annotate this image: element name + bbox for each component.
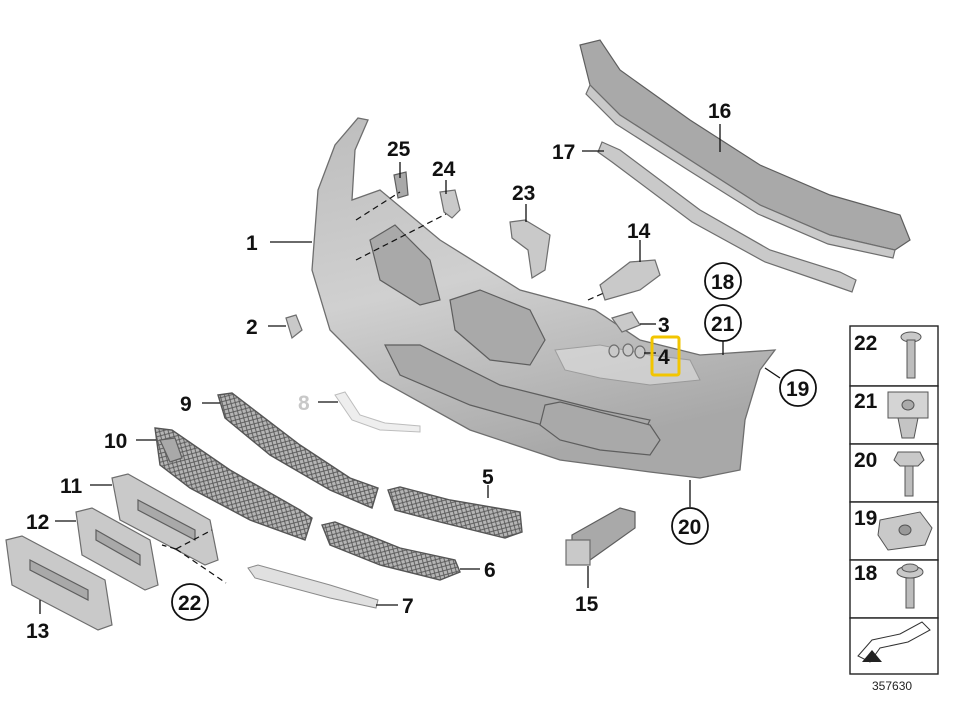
fastener-legend: 22 21 20 19 18 <box>849 325 939 675</box>
legend-label-21: 21 <box>854 390 878 413</box>
catalog-number: 357630 <box>872 679 912 693</box>
legend-row-18 <box>849 559 939 619</box>
part-11-plate[interactable] <box>111 473 219 566</box>
callout-23: 23 <box>512 182 535 205</box>
legend-label-20: 20 <box>854 449 877 472</box>
callout-12: 12 <box>26 511 49 534</box>
callout-21-circle <box>704 304 742 342</box>
callout-16: 16 <box>708 100 731 123</box>
part-4-clips[interactable] <box>608 343 646 359</box>
part-14-cover[interactable] <box>599 259 661 301</box>
part-17-strip[interactable] <box>597 141 857 293</box>
part-12-plate[interactable] <box>75 507 159 591</box>
part-16-absorber[interactable] <box>579 39 911 259</box>
hex-bolt-icon <box>893 451 925 497</box>
flange-screw-icon <box>896 563 924 609</box>
callout-24: 24 <box>432 158 456 181</box>
part-3-bracket[interactable] <box>611 311 641 333</box>
part-10-grille[interactable] <box>154 427 313 541</box>
callout-22: 22 <box>178 592 201 615</box>
callout-19: 19 <box>786 378 809 401</box>
legend-row-22 <box>849 325 939 387</box>
legend-label-22: 22 <box>854 332 877 355</box>
callout-15: 15 <box>575 593 599 616</box>
part-2-cap[interactable] <box>285 314 303 340</box>
callout-20: 20 <box>678 516 701 539</box>
part-7-strip[interactable] <box>247 564 379 609</box>
part-13-plate[interactable] <box>5 535 113 631</box>
callout-14: 14 <box>627 220 651 243</box>
part-15-bracket[interactable] <box>565 507 636 566</box>
legend-label-18: 18 <box>854 562 878 585</box>
callout-18-circle <box>704 262 742 300</box>
callout-21: 21 <box>711 313 735 336</box>
callout-6: 6 <box>484 559 496 582</box>
part-8-trim[interactable] <box>334 391 421 433</box>
callout-9: 9 <box>180 393 192 416</box>
callout-8: 8 <box>298 392 310 415</box>
legend-label-19: 19 <box>854 507 877 530</box>
expanding-nut-icon <box>887 391 929 439</box>
screw-icon <box>900 331 922 379</box>
callout-3: 3 <box>658 314 670 337</box>
callout-17: 17 <box>552 141 575 164</box>
callout-13: 13 <box>26 620 49 643</box>
part-1-bumper-cover[interactable] <box>311 117 777 479</box>
callout-4-highlight <box>650 335 681 377</box>
callout-2: 2 <box>246 316 258 339</box>
callout-1: 1 <box>246 232 258 255</box>
part-24-bracket[interactable] <box>439 189 461 219</box>
part-25-bracket[interactable] <box>393 171 409 199</box>
callout-22-circle <box>171 583 209 621</box>
part-6-grille[interactable] <box>321 521 461 581</box>
callout-5: 5 <box>482 466 494 489</box>
callout-18: 18 <box>711 271 735 294</box>
part-9-grille[interactable] <box>217 392 379 509</box>
part-5-grille[interactable] <box>387 486 523 539</box>
callout-4: 4 <box>658 346 670 369</box>
callout-19-circle <box>779 369 817 407</box>
callout-25: 25 <box>387 138 411 161</box>
clip-nut-icon <box>877 511 933 551</box>
callout-7: 7 <box>402 595 414 618</box>
callout-11: 11 <box>60 475 83 498</box>
leader-lines <box>39 124 781 614</box>
callout-20-circle <box>671 507 709 545</box>
direction-arrow-icon <box>857 621 931 663</box>
callout-10: 10 <box>104 430 127 453</box>
part-23-bracket[interactable] <box>509 219 551 279</box>
